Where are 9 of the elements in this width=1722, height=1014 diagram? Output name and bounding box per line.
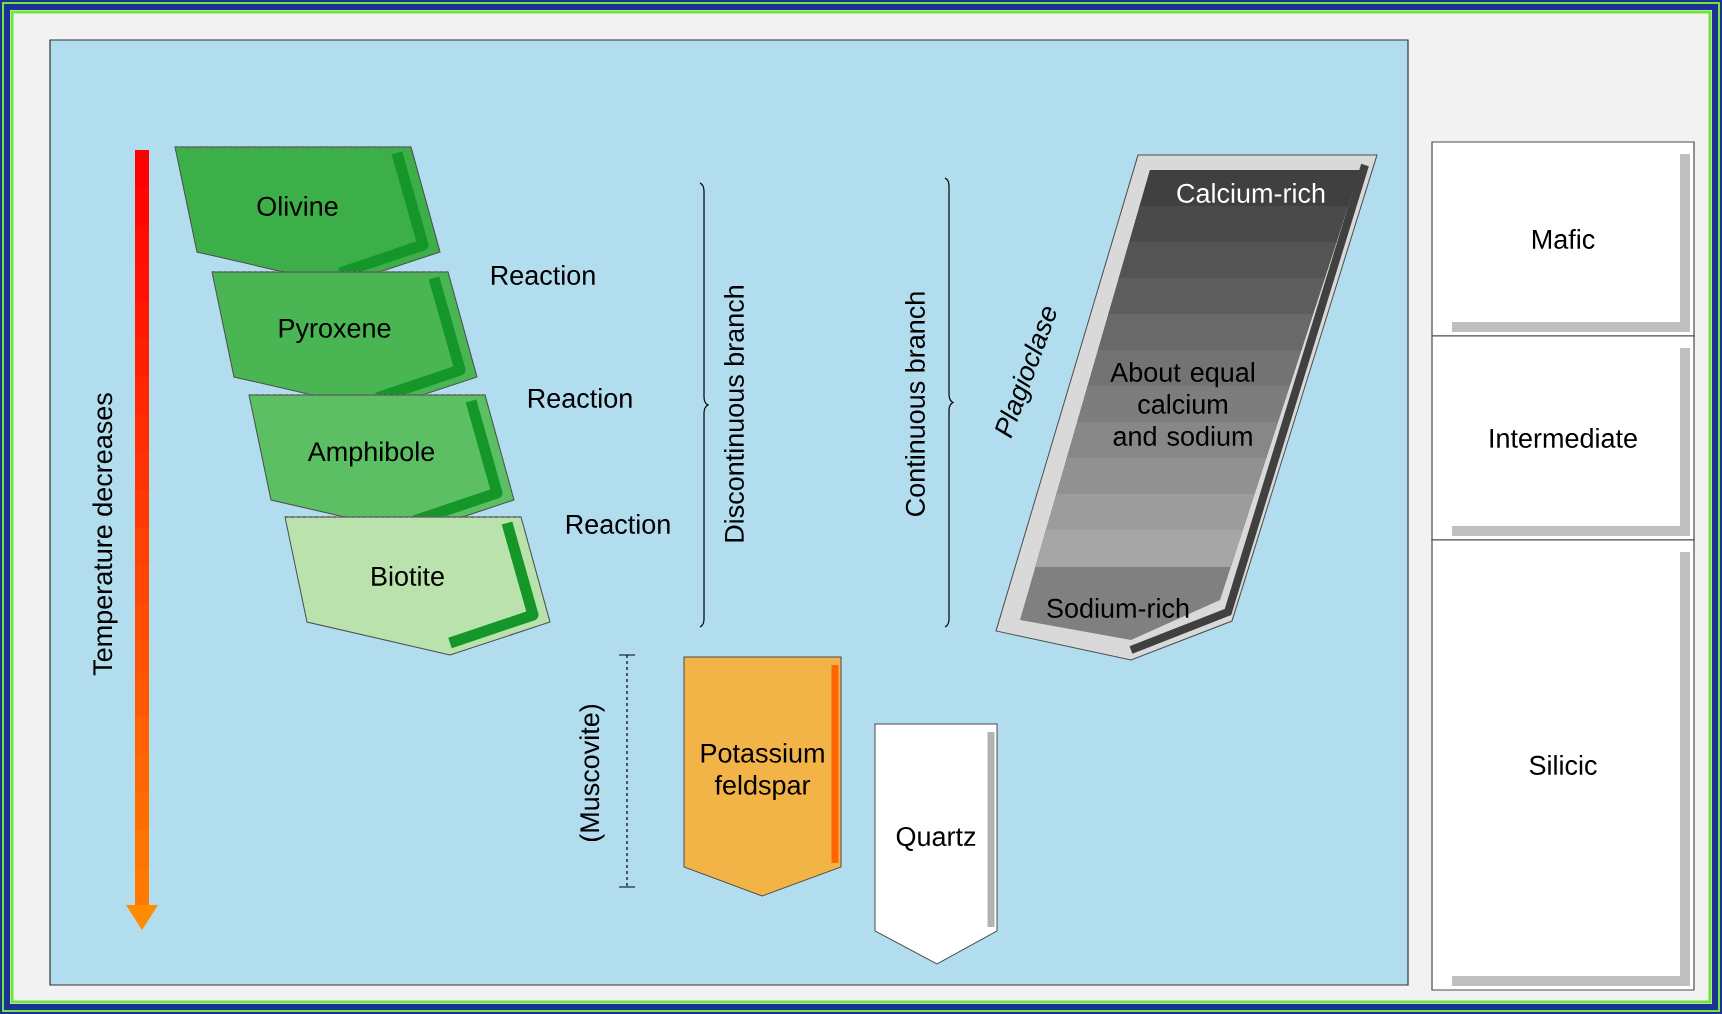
branch-label: Discontinuous branch <box>724 286 744 542</box>
rock-type-box: Mafic <box>1431 141 1695 337</box>
mineral-label: (Muscovite) <box>579 704 605 842</box>
reaction-label: Reaction <box>491 265 595 285</box>
rock-type-box: Intermediate <box>1431 335 1695 541</box>
reaction-label: Reaction <box>566 514 670 534</box>
axis-label: Temperature decreases <box>92 393 118 676</box>
branch-label: Continuous branch <box>905 292 925 516</box>
reaction-label: Reaction <box>528 388 632 408</box>
